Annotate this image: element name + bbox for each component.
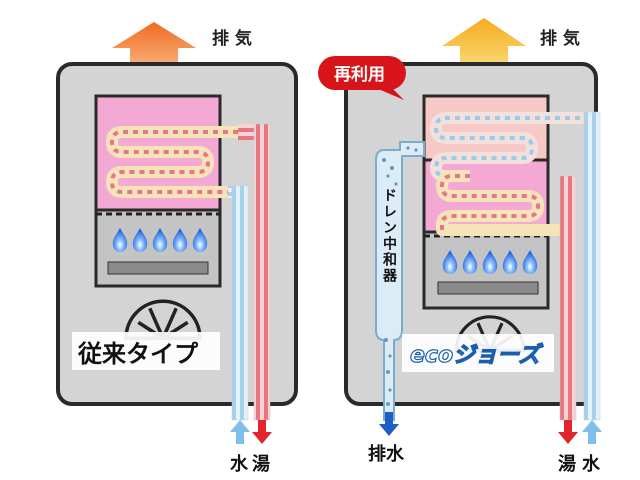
hot-water-pipe-left	[238, 124, 254, 140]
eco-logo-text: ecoジョーズ	[410, 342, 544, 368]
drain-neutralizer	[375, 141, 425, 421]
drain-label: 排水	[368, 443, 405, 465]
hot-water-label-right: 湯	[558, 454, 576, 475]
water-inlet-arrow-left	[230, 420, 250, 444]
water-inlet-arrow-right	[582, 420, 602, 444]
eco-heater-panel: 排 気 再利用	[318, 18, 602, 475]
burner-left	[107, 261, 209, 275]
hot-outlet-arrow-left	[252, 420, 272, 444]
exhaust-label-left: 排 気	[212, 28, 252, 49]
drain-outlet-arrow	[379, 412, 399, 436]
conventional-heater-panel: 排 気 従来タイプ 水	[56, 22, 298, 475]
water-label-right: 水	[582, 453, 601, 475]
reuse-callout: 再利用	[318, 56, 406, 100]
type-label: 従来タイプ	[77, 340, 199, 368]
hot-outlet-arrow-right	[558, 420, 578, 444]
drain-bubbles	[382, 146, 418, 406]
hot-water-label-left: 湯	[252, 454, 270, 475]
eco-logo-box	[402, 334, 554, 372]
type-label-box	[72, 332, 220, 370]
cold-water-pipe-right	[583, 111, 601, 421]
hot-water-pipe-right	[559, 175, 577, 421]
reuse-label: 再利用	[334, 64, 385, 85]
exhaust-label-right: 排 気	[540, 28, 580, 49]
drain-neutralizer-label: ドレン中和器	[381, 188, 398, 284]
burner-right	[437, 281, 539, 295]
water-label-left: 水	[230, 453, 249, 475]
